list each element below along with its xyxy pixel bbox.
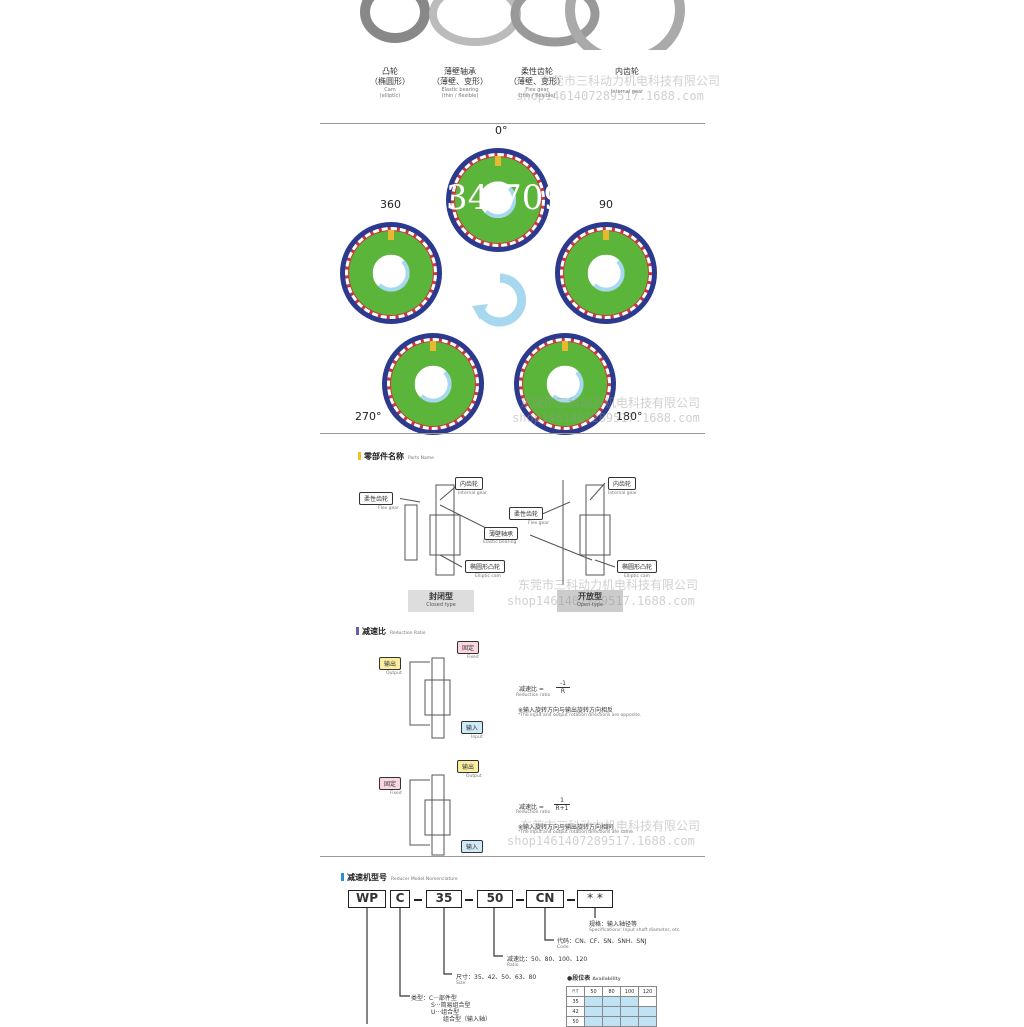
type-text: 类型：C···部件型 xyxy=(411,995,457,1002)
angle-label: 0° xyxy=(495,124,508,137)
label: Ratio xyxy=(507,963,519,968)
formula-numerator: 1 xyxy=(554,797,570,805)
part-label-cam: 凸轮（椭圆形）Cam(elliptic) xyxy=(370,67,410,99)
note-en: *The input and output rotation direction… xyxy=(518,713,642,718)
note: ※输入旋转方向与输出旋转方向相同 xyxy=(518,824,614,831)
code-text: 代码：CN、CF、SN、SNH、SNJ xyxy=(557,938,647,945)
label: Reduction ratio xyxy=(516,693,551,698)
watermark: shop1461407289517.1688.com xyxy=(507,834,695,848)
ratio-formula-label: 减速比 = xyxy=(519,686,544,693)
internal-gear-tag: 内齿轮 xyxy=(608,477,637,490)
label: Output xyxy=(386,671,402,676)
watermark: 东莞市三科动力机电科技有限公司 xyxy=(520,819,701,833)
gear-90-deg xyxy=(555,222,657,324)
output-tag: 输出 xyxy=(457,760,480,773)
elliptic-cam-tag: 椭圆形凸轮 xyxy=(617,560,658,573)
note-en: *The input and output rotation direction… xyxy=(518,830,635,835)
overlay-number: 34.709 xyxy=(446,178,565,218)
watermark: 东莞市三科动力机电科技有限公司 xyxy=(540,74,721,88)
divider xyxy=(320,123,705,124)
availability-title: ●段位表 Availability xyxy=(567,975,621,982)
formula-denominator: R xyxy=(560,688,566,695)
label: Specifications: Input shaft diameter, et… xyxy=(589,928,681,933)
watermark: shop1461407289517.1688.com xyxy=(516,89,704,103)
watermark: shop1461407289517.1688.com xyxy=(512,411,700,425)
code-box-size: 35 xyxy=(426,890,462,908)
watermark: shop1461407289517.1688.com xyxy=(507,594,695,608)
divider xyxy=(320,433,705,434)
angle-label: 90 xyxy=(599,198,613,211)
label: Code xyxy=(557,945,569,950)
gear-180-deg xyxy=(514,333,616,435)
input-tag: 输入 xyxy=(461,721,484,734)
reduction-diagrams xyxy=(409,657,451,856)
label: Internal gear xyxy=(608,491,638,496)
label: Elliptic cam xyxy=(475,574,501,579)
rotation-arrow-icon xyxy=(472,273,527,327)
part-label-elastic-bearing: 薄壁轴承（薄壁、变形）Elastic bearing(thin / flexib… xyxy=(432,67,488,99)
output-tag: 输出 xyxy=(379,657,402,670)
nomenclature-leader-lines xyxy=(366,908,596,1024)
formula-numerator: -1 xyxy=(556,680,570,688)
label: Reduction ratio xyxy=(516,810,551,815)
label: Fixed xyxy=(390,791,402,796)
label: Flex gear xyxy=(378,506,399,511)
elastic-bearing-tag: 薄壁轴承 xyxy=(484,527,519,540)
note: ※输入旋转方向与输出旋转方向相反 xyxy=(518,707,614,714)
formula-denominator: R+1 xyxy=(555,805,569,812)
size-text: 尺寸：35、42、50、63、80 xyxy=(456,974,537,981)
angle-label: 360 xyxy=(380,198,401,211)
label: Output xyxy=(466,774,482,779)
label: Fixed xyxy=(467,655,479,660)
ratio-formula-label: 减速比 = xyxy=(519,804,544,811)
input-tag: 输入 xyxy=(461,840,484,853)
part-label-flex-gear: 柔性齿轮（薄壁、变形）Flex gear(thin / flexible) xyxy=(509,67,565,99)
fixed-tag: 固定 xyxy=(379,777,402,790)
label: Flex gear xyxy=(528,521,549,526)
label: Size xyxy=(456,981,466,986)
watermark: 东莞市三科动力机电科技有限公司 xyxy=(520,396,701,410)
flex-gear-tag: 柔性齿轮 xyxy=(359,492,394,505)
angle-label: 270° xyxy=(355,410,382,423)
angle-label: 180° xyxy=(616,410,643,423)
gear-360-deg xyxy=(340,222,442,324)
label: Elliptic cam xyxy=(624,574,650,579)
label: Input xyxy=(471,735,483,740)
code-box-series: WP xyxy=(348,890,386,908)
elliptic-cam-tag: 椭圆形凸轮 xyxy=(465,560,506,573)
code-box-code: CN xyxy=(526,890,564,908)
type-text: 组合型（输入轴） xyxy=(443,1016,492,1023)
ratio-text: 减速比：50、80、100、120 xyxy=(507,956,588,963)
flex-gear-tag: 柔性齿轮 xyxy=(509,507,544,520)
code-box-ratio: 50 xyxy=(477,890,513,908)
divider xyxy=(320,856,705,857)
type-text: S···简易组合型 xyxy=(431,1002,471,1009)
bearing-components-image xyxy=(360,0,685,50)
internal-gear-tag: 内齿轮 xyxy=(455,477,484,490)
fixed-tag: 固定 xyxy=(457,641,480,654)
gear-270-deg xyxy=(382,333,484,435)
gear-0-deg xyxy=(446,148,550,252)
parts-diagram xyxy=(400,480,616,585)
spec-text: 规格：输入轴径等 xyxy=(589,921,638,928)
label: Elastic bearing xyxy=(483,540,517,545)
code-box-type: C xyxy=(390,890,410,908)
code-box-spec: * * xyxy=(577,890,613,908)
type-text: U···组合型 xyxy=(431,1009,460,1016)
watermark: 东莞市三科动力机电科技有限公司 xyxy=(518,578,699,592)
label: Internal gear xyxy=(458,491,488,496)
